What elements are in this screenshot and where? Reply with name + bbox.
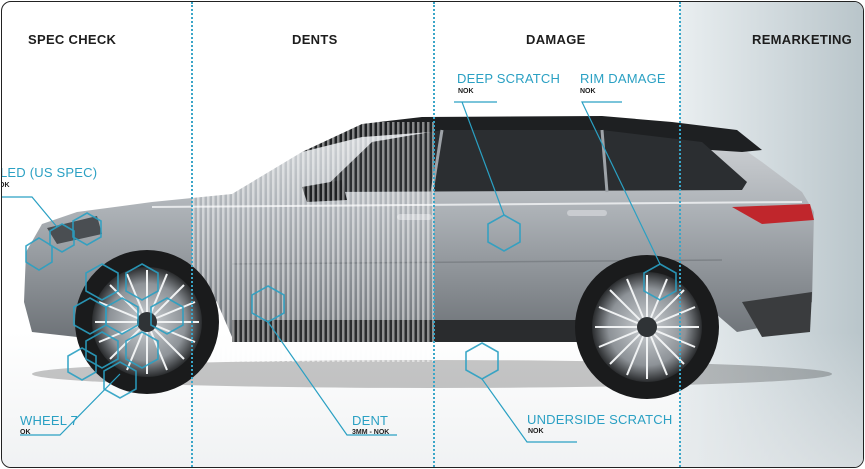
deep-scratch-hex <box>487 214 521 252</box>
led-callout-label: LED (US SPEC) <box>1 165 98 180</box>
led-leader <box>2 196 58 228</box>
wheel-callout-status: OK <box>20 429 31 436</box>
section-title-damage: DAMAGE <box>526 32 586 47</box>
rear-wheel <box>575 255 719 399</box>
dent-callout-status: 3MM - NOK <box>352 429 390 436</box>
tail-light <box>732 204 814 224</box>
deep-scratch-callout-label: DEEP SCRATCH <box>457 71 561 86</box>
rim-damage-hex <box>643 263 677 301</box>
divider-3 <box>679 2 681 467</box>
rim-damage-callout-label: RIM DAMAGE <box>580 71 666 86</box>
underside-leader <box>481 378 577 443</box>
dent-scan-stripes <box>192 122 434 362</box>
underside-scratch-callout-status: NOK <box>528 428 544 435</box>
wheel-leader <box>20 373 121 436</box>
section-title-remarketing: REMARKETING <box>752 32 853 47</box>
rim-damage-callout-status: NOK <box>580 88 596 95</box>
divider-2 <box>433 2 435 467</box>
section-title-spec-check: SPEC CHECK <box>28 32 117 47</box>
deep-scratch-callout-status: NOK <box>458 88 474 95</box>
led-callout-status: OK <box>2 182 10 189</box>
head-light <box>47 216 102 244</box>
section-title-dents: DENTS <box>292 32 338 47</box>
led-hex-1 <box>72 212 102 246</box>
deep-scratch-leader <box>454 101 505 216</box>
dent-leader <box>267 321 397 436</box>
wheel-callout-label: WHEEL 7 <box>20 413 78 428</box>
led-hex-3 <box>49 223 75 253</box>
divider-1 <box>191 2 193 467</box>
dent-callout-label: DENT <box>352 413 389 428</box>
rim-damage-leader <box>581 101 661 265</box>
front-wheel <box>75 250 219 394</box>
underside-scratch-callout-label: UNDERSIDE SCRATCH <box>527 412 673 427</box>
